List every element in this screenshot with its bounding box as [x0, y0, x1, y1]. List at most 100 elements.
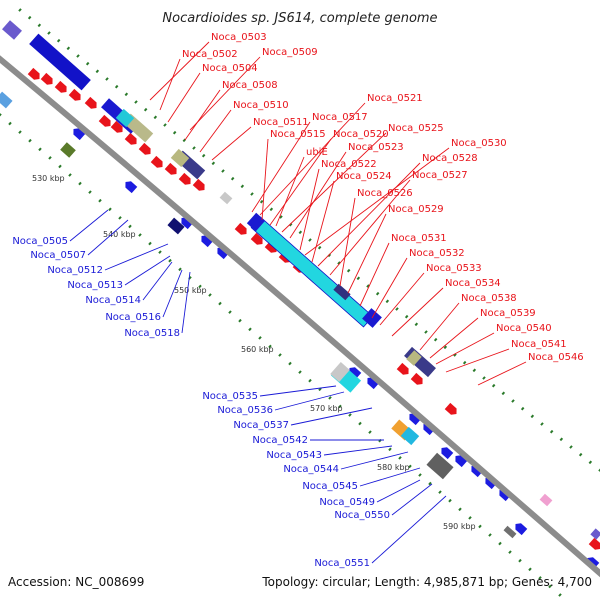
- tick-dot: [414, 322, 419, 327]
- gene-label-forward: Noca_0510: [233, 100, 289, 111]
- gene-label-forward: Noca_0526: [357, 188, 413, 199]
- gene-label-forward: ubiE: [306, 147, 328, 158]
- tick-dot: [228, 310, 232, 314]
- tick-dot: [559, 437, 564, 442]
- gene-label-forward: Noca_0531: [391, 233, 447, 244]
- feature-block-cyan: [115, 108, 135, 128]
- leader-line: [371, 257, 408, 319]
- tick-dot: [308, 378, 312, 383]
- forward-gene-arrow: [27, 67, 40, 80]
- tick-dot: [404, 314, 409, 319]
- forward-gene-arrow: [54, 80, 67, 93]
- gene-label-reverse: Noca_0512: [47, 265, 103, 276]
- gene-label-forward: Noca_0534: [445, 278, 501, 289]
- feature-block-blue: [29, 33, 91, 91]
- feature-block-cyan: [400, 426, 420, 446]
- forward-gene-arrow: [234, 222, 247, 235]
- forward-gene-arrow: [110, 120, 123, 133]
- kbp-label-530: 530 kbp: [32, 174, 65, 183]
- forward-gene-arrow: [84, 96, 97, 109]
- tick-dot: [56, 38, 61, 43]
- tick-dot: [208, 293, 212, 297]
- tick-dot: [491, 383, 496, 388]
- gene-label-reverse: Noca_0545: [302, 481, 358, 492]
- tick-dot: [298, 370, 302, 374]
- tick-dot: [317, 245, 322, 250]
- gene-label-forward: Noca_0508: [222, 80, 278, 91]
- tick-dot: [298, 230, 303, 235]
- forward-gene-arrow: [588, 537, 600, 550]
- leader-line: [149, 41, 210, 101]
- leader-line: [181, 271, 191, 334]
- tick-dot: [448, 498, 452, 503]
- leader-lines: [69, 41, 527, 564]
- gene-label-forward: Noca_0528: [422, 153, 478, 164]
- leader-line: [184, 89, 221, 141]
- tick-dot: [358, 421, 362, 426]
- genome-backbone: [0, 55, 600, 578]
- feature-block-gray: [330, 362, 350, 382]
- tick-dot: [221, 169, 225, 173]
- gene-label-reverse: Noca_0544: [283, 464, 339, 475]
- tick-dot: [250, 192, 254, 196]
- gene-label-forward: Noca_0540: [496, 323, 552, 334]
- leader-line: [379, 272, 425, 326]
- tick-dot: [443, 345, 448, 350]
- tick-dot: [548, 584, 552, 589]
- tick-dot: [248, 327, 252, 332]
- gene-label-forward: Noca_0538: [461, 293, 517, 304]
- leader-line: [329, 179, 411, 276]
- tick-dot: [453, 353, 457, 357]
- tick-dot: [482, 376, 486, 380]
- accession-label: Accession: NC_008699: [8, 575, 144, 589]
- tick-dot: [540, 422, 544, 426]
- gene-label-forward: Noca_0504: [202, 63, 258, 74]
- feature-block-purple: [590, 528, 600, 540]
- feature-block-blue: [246, 212, 266, 232]
- tick-dot: [108, 207, 112, 212]
- leader-line: [69, 209, 109, 242]
- feature-layer: [0, 20, 600, 570]
- kbp-label-570: 570 kbp: [310, 404, 343, 413]
- tick-dot: [558, 593, 562, 597]
- gene-label-reverse: Noca_0513: [67, 280, 123, 291]
- gene-label-forward: Noca_0524: [336, 171, 392, 182]
- tick-dot: [48, 156, 52, 160]
- feature-block-cyan: [250, 216, 374, 328]
- leader-line: [87, 219, 129, 256]
- tick-dot: [138, 233, 142, 237]
- tick-dot: [398, 456, 402, 460]
- forward-gene-arrow: [250, 232, 263, 245]
- tick-dot: [143, 107, 148, 112]
- tick-dot: [163, 123, 167, 127]
- tick-dot: [462, 360, 467, 365]
- tick-dot: [238, 318, 242, 323]
- tick-dot: [549, 429, 554, 434]
- tick-dot: [172, 130, 177, 135]
- forward-gene-arrow: [410, 372, 423, 385]
- tick-dot: [218, 301, 222, 306]
- leader-line: [261, 138, 269, 221]
- tick-dot: [134, 100, 138, 104]
- gene-label-forward: Noca_0525: [388, 123, 444, 134]
- tick-dot: [18, 8, 22, 12]
- leader-line: [347, 213, 387, 294]
- leader-line: [391, 287, 444, 337]
- tick-dot: [588, 460, 593, 465]
- leader-line: [199, 109, 232, 153]
- tick-dot: [338, 404, 342, 409]
- tick-dot: [538, 576, 542, 580]
- tick-dot: [192, 146, 196, 150]
- tick-dot: [8, 121, 12, 126]
- gene-label-reverse: Noca_0535: [202, 391, 258, 402]
- tick-dot: [105, 77, 109, 81]
- tick-dot: [424, 330, 428, 334]
- tick-dot: [578, 452, 583, 457]
- kbp-label-560: 560 kbp: [241, 345, 274, 354]
- genome-summary: Topology: circular; Length: 4,985,871 bp…: [261, 575, 592, 589]
- gene-label-forward: Noca_0532: [409, 248, 465, 259]
- tick-dot: [268, 344, 272, 349]
- feature-block-lightblue: [0, 91, 13, 109]
- gene-label-forward: Noca_0517: [312, 112, 368, 123]
- tick-dot: [88, 190, 92, 194]
